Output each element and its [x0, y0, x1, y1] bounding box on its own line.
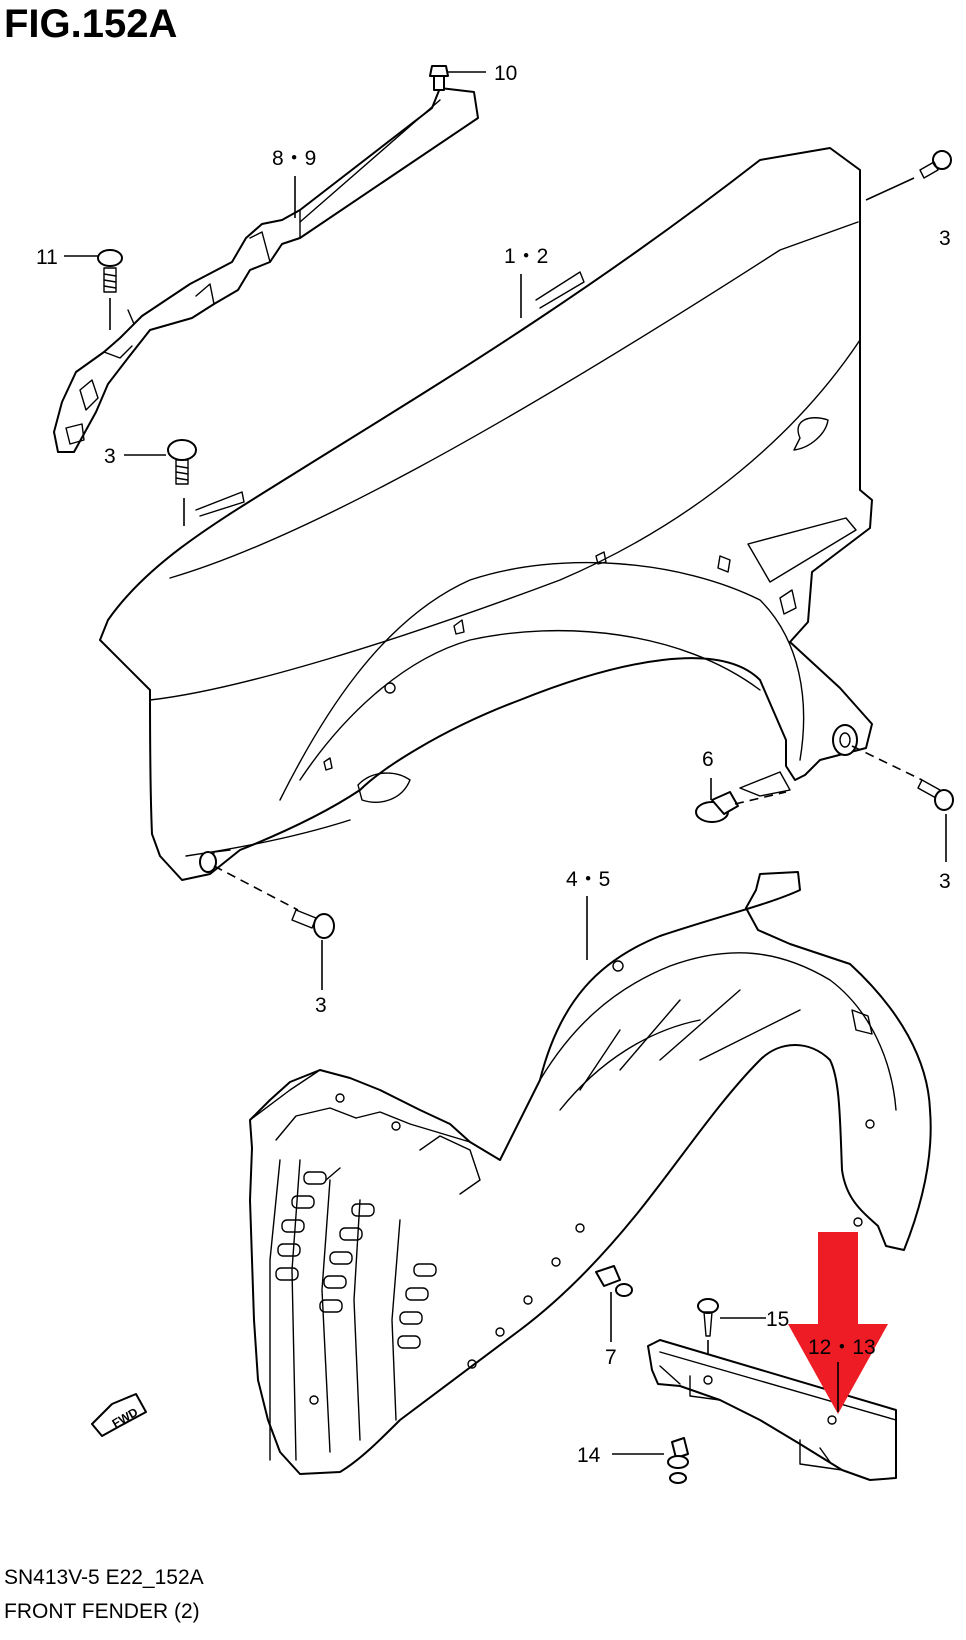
- bolt-3-right-icon: [917, 779, 954, 811]
- bolt-3-left-icon: [167, 439, 197, 485]
- bolt-10-icon: [429, 65, 449, 91]
- callout-3-bottom: 3: [315, 994, 327, 1017]
- fwd-arrow-icon: FWD: [91, 1393, 147, 1437]
- callout-11: 11: [36, 246, 58, 269]
- callout-3-left: 3: [104, 445, 116, 468]
- highlight-arrow: [788, 1232, 888, 1414]
- callout-10: 10: [494, 62, 517, 85]
- callout-7: 7: [605, 1346, 617, 1369]
- figure-caption: FRONT FENDER (2): [4, 1600, 200, 1623]
- callout-1-2: 1・2: [504, 245, 548, 268]
- screw-15-icon: [697, 1298, 719, 1337]
- callout-8-9: 8・9: [272, 147, 316, 170]
- callout-15: 15: [766, 1308, 789, 1331]
- figure-title: FIG.152A: [4, 2, 178, 46]
- bolt-3-bottom-icon: [291, 909, 335, 939]
- clip-7-icon: [595, 1265, 633, 1297]
- callout-3-right: 3: [939, 870, 951, 893]
- clip-6-icon: [695, 791, 739, 823]
- fender-seal-bracket: [53, 87, 479, 453]
- fender-liner: [249, 871, 932, 1475]
- model-code: SN413V-5 E22_152A: [4, 1566, 204, 1589]
- callout-4-5: 4・5: [566, 868, 610, 891]
- callout-14: 14: [577, 1444, 601, 1467]
- splash-guard-bracket: [647, 1339, 897, 1481]
- callout-3-top-right: 3: [939, 227, 951, 250]
- front-fender: [99, 147, 873, 881]
- callout-6: 6: [702, 748, 714, 771]
- callout-12-13: 12・13: [808, 1336, 876, 1359]
- bolt-11-icon: [97, 249, 123, 293]
- clip-14-icon: [667, 1437, 689, 1484]
- bolt-3-top-right-icon: [919, 150, 952, 179]
